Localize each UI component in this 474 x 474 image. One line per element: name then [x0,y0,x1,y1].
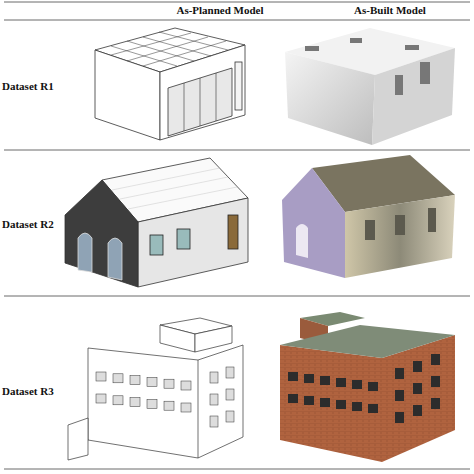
window [226,411,234,422]
row-header: Dataset R3 [2,385,54,397]
window [304,374,314,383]
r1-planned [95,28,245,140]
window [320,376,330,385]
window [210,372,218,383]
window [395,390,404,401]
window [352,402,362,411]
window [288,394,298,403]
window [226,389,234,400]
window [113,396,123,405]
row-header: Dataset R2 [2,218,54,230]
window [413,405,422,416]
window [130,398,140,407]
window [96,394,106,403]
window [352,380,362,389]
window [147,377,157,386]
column-header: As-Planned Model [176,4,263,16]
window [336,378,346,387]
r2-built [282,155,455,278]
r2-planned [65,158,248,287]
window [147,399,157,408]
window [210,416,218,427]
r1-built [285,28,455,145]
window [431,354,440,365]
window [413,361,422,372]
window [226,367,234,378]
window [395,368,404,379]
window [413,383,422,394]
window [304,396,314,405]
window [181,403,191,412]
window [210,394,218,405]
window [368,404,378,413]
window [431,376,440,387]
r3-planned [68,318,243,460]
window [181,381,191,390]
window [164,401,174,410]
column-header: As-Built Model [354,4,426,16]
window [368,382,378,391]
row-header: Dataset R1 [2,80,54,92]
r3-built [280,312,455,462]
window [431,398,440,409]
window [96,372,106,381]
window [288,372,298,381]
window [336,400,346,409]
window [320,398,330,407]
window [395,412,404,423]
window [130,376,140,385]
window [164,379,174,388]
window [113,374,123,383]
